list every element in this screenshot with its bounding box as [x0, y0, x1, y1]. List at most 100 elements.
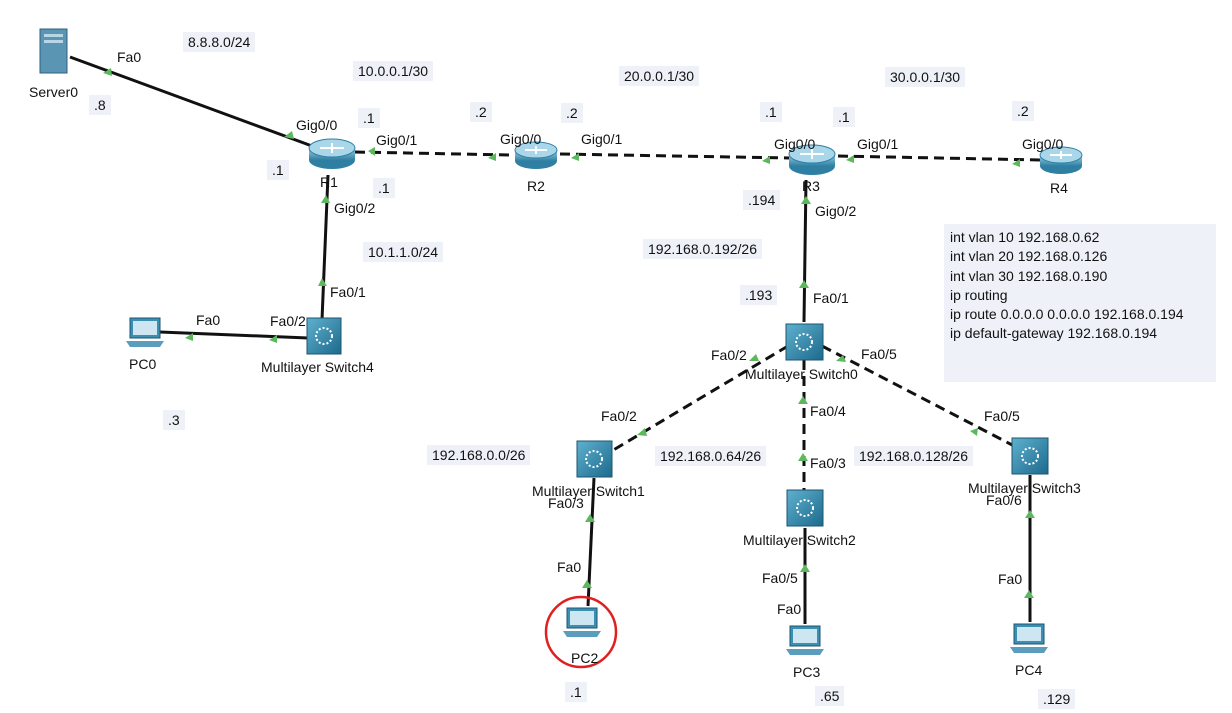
port-label: Fa0/1 — [330, 284, 366, 300]
port-label: Fa0/5 — [984, 408, 1020, 424]
host-address-label: .8 — [89, 95, 111, 115]
port-status-markers — [103, 68, 1035, 598]
port-label: Gig0/1 — [376, 132, 418, 148]
port-up-marker — [318, 278, 327, 286]
port-up-marker — [571, 153, 579, 161]
config-line: ip route 0.0.0.0 0.0.0.0 192.168.0.194 — [950, 306, 1184, 323]
device-label-r3: R3 — [802, 178, 820, 194]
device-label-msw1: Multilayer Switch1 — [532, 483, 645, 499]
port-label: Fa0/6 — [986, 492, 1022, 508]
subnet-label-vlan20: 192.168.0.64/26 — [655, 446, 767, 466]
router-icon-r2[interactable] — [514, 141, 558, 169]
link-r3-r4 — [837, 154, 1041, 162]
subnet-label-internet: 8.8.8.0/24 — [183, 32, 256, 52]
subnet-label-r3-r4: 30.0.0.1/30 — [885, 67, 966, 87]
pc-icon-pc2[interactable] — [563, 607, 601, 637]
subnet-label-r1-r2: 10.0.0.1/30 — [353, 61, 434, 81]
pc-icon-pc3[interactable] — [786, 625, 824, 655]
multilayer-switch-icon-msw0[interactable] — [785, 323, 824, 361]
host-address-label: .3 — [163, 410, 185, 430]
port-label: Fa0 — [998, 571, 1023, 587]
port-up-marker — [970, 428, 978, 436]
host-address-label: .65 — [815, 686, 845, 706]
device-label-r1: R1 — [320, 174, 338, 190]
host-address-label: .2 — [470, 102, 492, 122]
port-up-marker — [185, 333, 193, 341]
port-up-marker — [284, 131, 294, 139]
port-up-marker — [846, 155, 854, 163]
pc-icon-pc0[interactable] — [126, 317, 164, 347]
subnet-label-r3-msw0: 192.168.0.192/26 — [643, 239, 762, 259]
device-label-pc3: PC3 — [793, 664, 821, 680]
device-label-r4: R4 — [1050, 180, 1068, 196]
port-label: Gig0/0 — [500, 131, 542, 147]
highlight-circle — [544, 595, 618, 669]
subnet-label-vlan30: 192.168.0.128/26 — [854, 446, 973, 466]
link-pc0-msw4 — [159, 330, 309, 340]
host-address-label: .1 — [267, 160, 289, 180]
port-label: Gig0/2 — [815, 203, 857, 219]
port-up-marker — [368, 147, 375, 156]
server-icon[interactable] — [39, 28, 68, 74]
router-icon-r3[interactable] — [788, 144, 836, 175]
port-up-marker — [762, 156, 770, 164]
port-label: Fa0/3 — [810, 455, 846, 471]
port-up-marker — [1012, 159, 1020, 167]
port-label: Gig0/0 — [1022, 136, 1064, 152]
port-label: Fa0 — [196, 312, 221, 328]
port-label: Fa0 — [777, 601, 802, 617]
device-label-r2: R2 — [527, 178, 545, 194]
link-msw0-msw1 — [609, 344, 789, 454]
port-up-marker — [1024, 590, 1034, 598]
port-label: Fa0/3 — [548, 495, 584, 511]
device-label-msw2: Multilayer Switch2 — [743, 532, 856, 548]
port-up-marker — [637, 428, 647, 436]
device-label-pc4: PC4 — [1015, 662, 1043, 678]
port-label: Fa0/2 — [270, 313, 306, 329]
subnet-label-r2-r3: 20.0.0.1/30 — [619, 66, 700, 86]
port-up-marker — [269, 335, 277, 343]
host-address-label: .1 — [373, 178, 395, 198]
port-label: Fa0/5 — [762, 570, 798, 586]
port-label: Fa0/2 — [711, 347, 747, 363]
port-label: Fa0/4 — [810, 403, 846, 419]
port-label: Gig0/1 — [857, 136, 899, 152]
port-up-marker — [799, 280, 809, 288]
device-label-msw4: Multilayer Switch4 — [261, 359, 374, 375]
config-line: int vlan 30 192.168.0.190 — [950, 267, 1108, 284]
host-address-label: .1 — [833, 107, 855, 127]
multilayer-switch-icon-msw3[interactable] — [1011, 437, 1049, 475]
port-up-marker — [103, 68, 112, 76]
port-label: Gig0/0 — [296, 117, 338, 133]
host-address-label: .1 — [565, 682, 587, 702]
port-label: Fa0/1 — [813, 290, 849, 306]
router-icon-r1[interactable] — [308, 138, 356, 169]
config-line: int vlan 20 192.168.0.126 — [950, 248, 1108, 265]
port-label: Fa0/5 — [861, 346, 897, 362]
port-up-marker — [798, 453, 808, 461]
host-address-label: .1 — [760, 102, 782, 122]
multilayer-switch-icon-msw1[interactable] — [576, 440, 613, 478]
host-address-label: .193 — [740, 285, 778, 305]
link-msw0-msw3 — [821, 344, 1019, 450]
config-line: ip default-gateway 192.168.0.194 — [950, 325, 1158, 342]
subnet-label-r1-msw4: 10.1.1.0/24 — [363, 242, 444, 262]
port-up-marker — [1025, 510, 1035, 518]
host-address-label: .2 — [561, 103, 583, 123]
config-line: int vlan 10 192.168.0.62 — [950, 229, 1100, 245]
port-up-marker — [585, 514, 595, 522]
multilayer-switch-icon-msw2[interactable] — [786, 489, 824, 527]
port-up-marker — [582, 580, 592, 588]
pc-icon-pc4[interactable] — [1010, 623, 1048, 653]
device-label-msw3: Multilayer Switch3 — [968, 480, 1081, 496]
config-line: ip routing — [950, 286, 1008, 303]
device-label-msw0: Multilayer Switch0 — [745, 366, 858, 382]
port-label: Gig0/1 — [581, 131, 623, 147]
port-label: Fa0/2 — [601, 408, 637, 424]
router-icon-r4[interactable] — [1039, 146, 1083, 174]
port-up-marker — [801, 196, 811, 204]
multilayer-switch-icon-msw4[interactable] — [306, 317, 342, 355]
link-r1-r2 — [354, 150, 513, 157]
port-label: Gig0/2 — [334, 200, 376, 216]
